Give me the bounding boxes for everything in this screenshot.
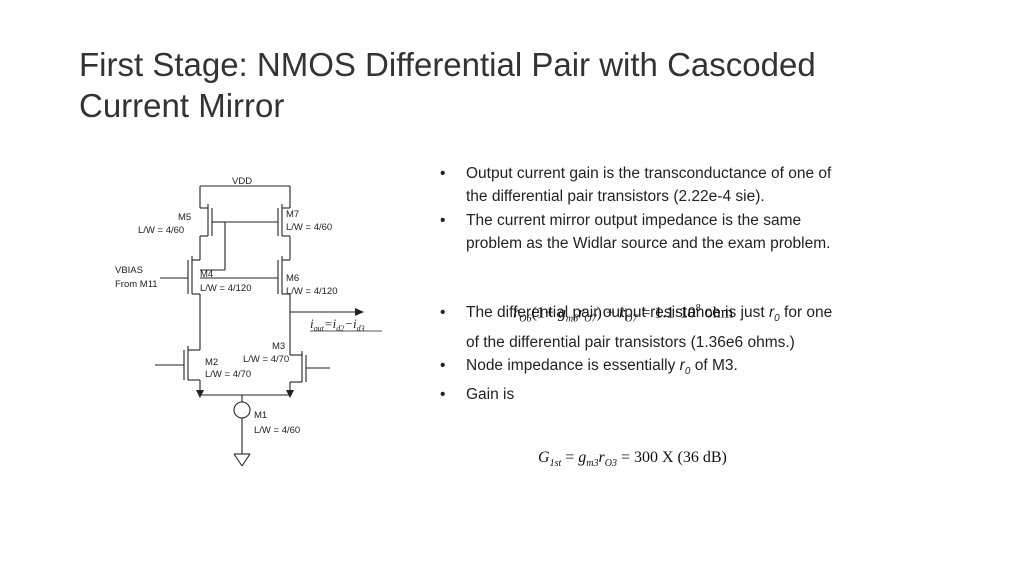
m5-label: M5 [178, 212, 191, 223]
bullet-4-text-b: of M3. [690, 356, 738, 374]
bullet-3-text-b: for one of the differential pair transis… [466, 304, 833, 351]
vbias-label: VBIAS [115, 265, 143, 276]
equation-spacer [440, 255, 840, 301]
m2-lw-label: L/W = 4/70 [205, 369, 251, 380]
bullet-dot: • [440, 211, 446, 229]
slide-title: First Stage: NMOS Differential Pair with… [79, 44, 939, 126]
bullet-3-sub: 0 [774, 313, 780, 325]
bullet-list: • Output current gain is the transconduc… [440, 162, 840, 407]
bullet-5-text: Gain is [466, 386, 515, 404]
m4-lw-label: L/W = 4/120 [200, 283, 252, 294]
bullet-4-r: r [679, 356, 685, 374]
bullet-2: • The current mirror output impedance is… [440, 209, 840, 256]
bullet-3-text-a: The differential pair output resistance … [466, 304, 769, 322]
bullet-5: • Gain is [440, 383, 840, 406]
m4-label: M4 [200, 269, 213, 280]
m3-lw-label: L/W = 4/70 [243, 354, 289, 365]
bullet-4-text-a: Node impedance is essentially [466, 356, 680, 374]
vdd-label: VDD [232, 176, 252, 187]
m2-label: M2 [205, 357, 218, 368]
title-line-2: Current Mirror [79, 87, 285, 124]
m3-label: M3 [272, 341, 285, 352]
gain-equation: G1st = gm3rO3 = 300 X (36 dB) [538, 449, 727, 470]
m1-lw-label: L/W = 4/60 [254, 425, 300, 436]
bullet-3-r: r [768, 304, 775, 322]
bullet-2-text: The current mirror output impedance is t… [466, 211, 831, 252]
circuit-schematic: VDD M5 L/W = 4/60 M7 L/W = 4/60 VBIAS Fr… [115, 176, 382, 467]
title-line-1: First Stage: NMOS Differential Pair with… [79, 46, 816, 83]
bullet-dot: • [440, 304, 446, 322]
bullet-3: • The differential pair output resistanc… [440, 301, 840, 354]
bullet-1-text: Output current gain is the transconducta… [466, 165, 832, 206]
bullet-dot: • [440, 386, 446, 404]
output-impedance-equation: rO6(1+ gm6rO7) + rO7 = 1.1·108 ohm [513, 303, 734, 325]
m1-label: M1 [254, 410, 267, 421]
bullet-dot: • [440, 165, 446, 182]
m6-label: M6 [286, 273, 299, 284]
m7-label: M7 [286, 209, 299, 220]
from-m11-label: From M11 [115, 279, 158, 290]
iout-equation: iout=id2−id3 [310, 316, 365, 333]
bullet-4-sub: 0 [684, 365, 691, 377]
bullet-1: • Output current gain is the transconduc… [440, 162, 840, 209]
bullet-4: • Node impedance is essentially r0 of M3… [440, 354, 840, 383]
m7-lw-label: L/W = 4/60 [286, 222, 332, 233]
m5-lw-label: L/W = 4/60 [138, 225, 184, 236]
m6-lw-label: L/W = 4/120 [286, 286, 338, 297]
bullet-dot: • [440, 356, 446, 374]
